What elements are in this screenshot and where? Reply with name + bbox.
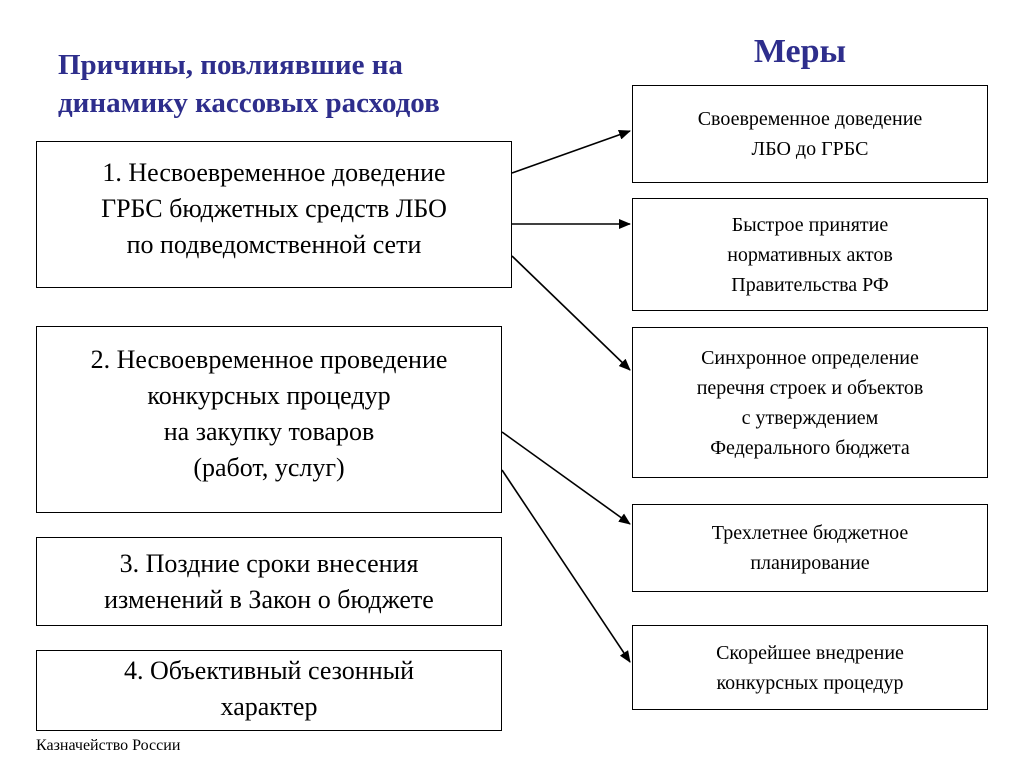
footer-label: Казначейство России [36,737,181,754]
cause-box-4: 4. Объективный сезонный характер [36,650,502,731]
cause-box-2: 2. Несвоевременное проведение конкурсных… [36,326,502,513]
measure-box-2: Быстрое принятие нормативных актов Прави… [632,198,988,311]
arrow-cause1-to-measure1 [511,129,631,174]
cause-box-1: 1. Несвоевременное доведение ГРБС бюджет… [36,141,512,288]
measure-box-4: Трехлетнее бюджетное планирование [632,504,988,592]
cause-box-3: 3. Поздние сроки внесения изменений в За… [36,537,502,626]
arrow-cause2-to-measure5 [501,469,631,663]
measures-heading: Меры [753,33,847,70]
cause-text-4: 4. Объективный сезонный характер [123,655,415,721]
arrow-cause1-to-measure3 [511,255,631,371]
measure-text-4: Трехлетнее бюджетное планирование [711,522,909,574]
measure-text-2: Быстрое принятие нормативных актов Прави… [727,213,893,296]
measure-text-3: Синхронное определение перечня строек и … [696,346,924,459]
cause-text-3: 3. Поздние сроки внесения изменений в За… [104,548,434,614]
causes-heading: Причины, повлиявшие на динамику кассовых… [58,46,528,122]
measure-box-5: Скорейшее внедрение конкурсных процедур [632,625,988,710]
measure-text-1: Своевременное доведение ЛБО до ГРБС [697,108,923,160]
arrow-cause2-to-measure4 [501,431,631,525]
causes-heading-text: Причины, повлиявшие на динамику кассовых… [58,49,440,119]
measure-text-5: Скорейшее внедрение конкурсных процедур [716,641,904,694]
measure-box-3: Синхронное определение перечня строек и … [632,327,988,478]
measure-box-1: Своевременное доведение ЛБО до ГРБС [632,85,988,183]
cause-text-2: 2. Несвоевременное проведение конкурсных… [90,344,448,482]
cause-text-1: 1. Несвоевременное доведение ГРБС бюджет… [101,157,447,259]
